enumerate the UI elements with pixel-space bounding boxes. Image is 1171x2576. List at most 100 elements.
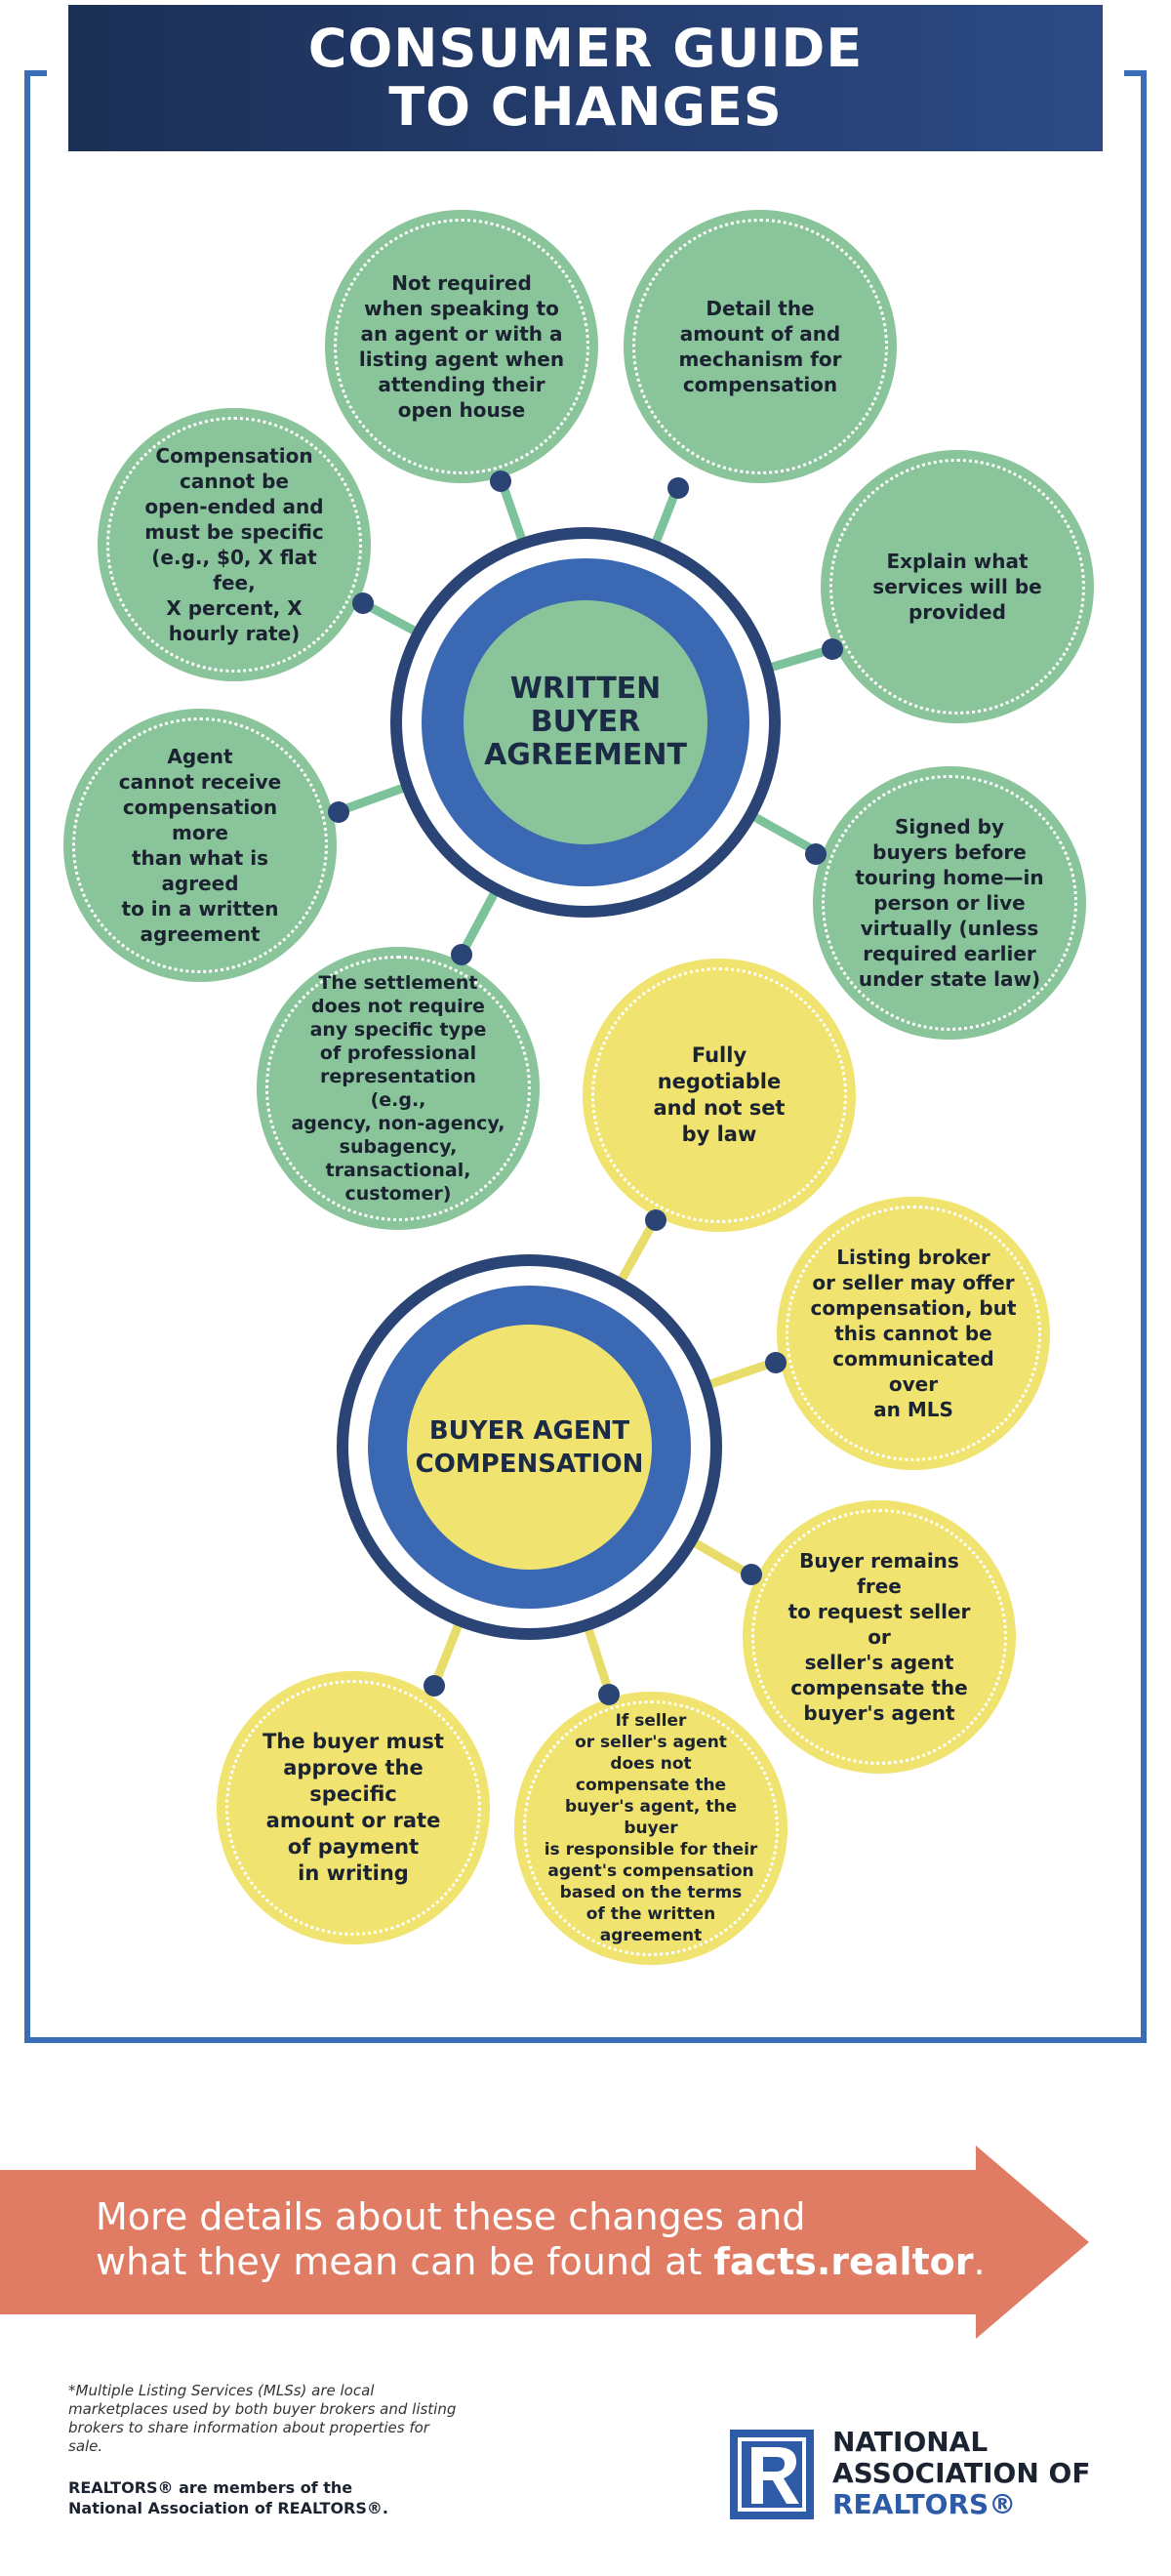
bac-item-buyer-approve: The buyer must approve the specific amou… [217,1671,490,1944]
cta-banner-text: More details about these changes and wha… [96,2194,1023,2284]
item-text-line: based on the terms [559,1883,743,1902]
dotted-ring [106,417,362,673]
item-text-line: virtually (unless [860,917,1039,940]
item-text-line: must be specific [144,520,324,544]
item-text-line: mechanism for [678,348,842,371]
hub-label-line: WRITTEN [509,672,662,706]
wba-item-settlement-representation: The settlement does not require any spec… [257,947,540,1230]
page-title-banner: CONSUMER GUIDE TO CHANGES [68,5,1103,151]
hub-label-line: BUYER [530,705,641,739]
item-text-line: of professional [319,1043,477,1064]
dotted-ring [786,1206,1041,1461]
dotted-ring [225,1680,481,1936]
facts-realtor-link[interactable]: facts.realtor [713,2240,974,2283]
cta-line-2: what they mean can be found at facts.rea… [96,2239,1023,2284]
item-text-line: or seller may offer [812,1271,1015,1294]
item-text-line: transactional, [325,1160,471,1181]
page-title-line-2: TO CHANGES [388,76,783,138]
content-frame [24,70,1147,2043]
item-text-line: compensation [682,373,838,396]
connector-dot [822,638,843,660]
dotted-ring [591,967,847,1223]
hub-label-line: BUYER AGENT [428,1415,630,1446]
realtors-membership-note: REALTORS® are members of the National As… [68,2477,459,2518]
item-text-line: listing agent when [358,348,565,371]
item-text-line: (e.g., $0, X flat fee, [151,546,317,594]
dotted-ring [265,956,531,1221]
membership-line: National Association of REALTORS®. [68,2499,388,2517]
item-text-line: approve the specific [283,1756,424,1806]
item-text-line: agent's compensation [547,1861,754,1881]
item-text-line: or seller's agent [575,1733,727,1752]
item-text-line: of the written [586,1904,716,1924]
dotted-ring [822,775,1077,1031]
cta-line-2-suffix: . [973,2240,986,2283]
item-text-line: seller's agent [804,1651,954,1674]
item-text-line: negotiable [657,1070,782,1093]
item-text-line: buyer's agent [803,1701,955,1725]
logo-text-line: REALTORS® [832,2488,1017,2520]
bac-item-listing-broker-offer: Listing broker or seller may offer compe… [777,1197,1050,1470]
cta-line-1: More details about these changes and [96,2195,806,2238]
item-text-line: of payment [287,1835,420,1859]
item-text-line: does not [610,1754,692,1774]
item-text-line: touring home—in [855,866,1044,889]
buyer-agent-compensation-hub: BUYER AGENT COMPENSATION [337,1254,722,1640]
wba-item-services: Explain what services will be provided [821,450,1094,723]
cta-line-2-prefix: what they mean can be found at [96,2240,714,2283]
item-text-line: compensate the [790,1676,968,1699]
item-text-line: amount of and [679,322,841,346]
dotted-ring [751,1509,1007,1765]
item-text-line: to request seller or [787,1600,971,1649]
item-text-line: Fully [691,1043,747,1067]
item-text-line: X percent, X [166,596,303,620]
item-text-line: under state law) [858,967,1041,991]
item-text-line: is responsible for their [544,1840,758,1860]
cta-arrow-banner [0,2146,1089,2339]
item-text-line: by law [681,1123,757,1146]
wba-item-agent-compensation-limit: Agent cannot receive compensation more t… [63,709,337,982]
item-text-line: does not require [311,996,485,1017]
item-text-line: person or live [873,891,1026,915]
connector-dot [645,1209,666,1231]
dotted-ring [632,219,888,474]
item-text-line: cannot be [180,470,289,493]
written-buyer-agreement-hub: WRITTEN BUYER AGREEMENT [390,527,781,918]
bac-item-buyer-responsible: If seller or seller's agent does not com… [514,1692,787,1965]
item-text-line: Buyer remains free [799,1549,959,1598]
hub-label: BUYER AGENT COMPENSATION [407,1325,652,1570]
item-text-line: an agent or with a [360,322,563,346]
item-text-line: The settlement [318,972,478,994]
hub-label-line: AGREEMENT [484,738,687,772]
item-text-line: Listing broker [836,1246,990,1269]
item-text-line: agency, non-agency, [291,1113,505,1134]
item-text-line: in writing [298,1861,409,1885]
item-text-line: Detail the [706,297,815,320]
connector-dot [490,470,511,492]
item-text-line: when speaking to [364,297,559,320]
connector-dot [451,944,472,965]
connector-dot [424,1675,445,1697]
item-text-line: any specific type [309,1019,487,1041]
connector-dot [765,1352,787,1373]
bac-item-negotiable: Fully negotiable and not set by law [583,959,856,1232]
bac-item-buyer-request: Buyer remains free to request seller or … [743,1500,1016,1774]
dotted-ring [523,1700,779,1956]
item-text-line: provided [908,600,1006,624]
hub-label-line: COMPENSATION [415,1449,644,1479]
item-text-line: hourly rate) [168,622,301,645]
item-text-line: Explain what [886,550,1029,573]
item-text-line: compensate the [575,1776,727,1795]
item-text-line: agreement [140,922,261,946]
membership-line: REALTORS® are members of the [68,2478,353,2497]
nar-logo-text: NATIONAL ASSOCIATION OF REALTORS® [832,2427,1125,2520]
page-title-line-1: CONSUMER GUIDE [307,18,864,79]
item-text-line: an MLS [873,1398,953,1421]
dotted-ring [72,717,328,973]
item-text-line: amount or rate [265,1809,441,1832]
item-text-line: buyers before [872,840,1027,864]
item-text-line: buyer's agent, the buyer [564,1797,738,1838]
item-text-line: this cannot be [834,1322,992,1345]
connector-dot [667,477,689,499]
